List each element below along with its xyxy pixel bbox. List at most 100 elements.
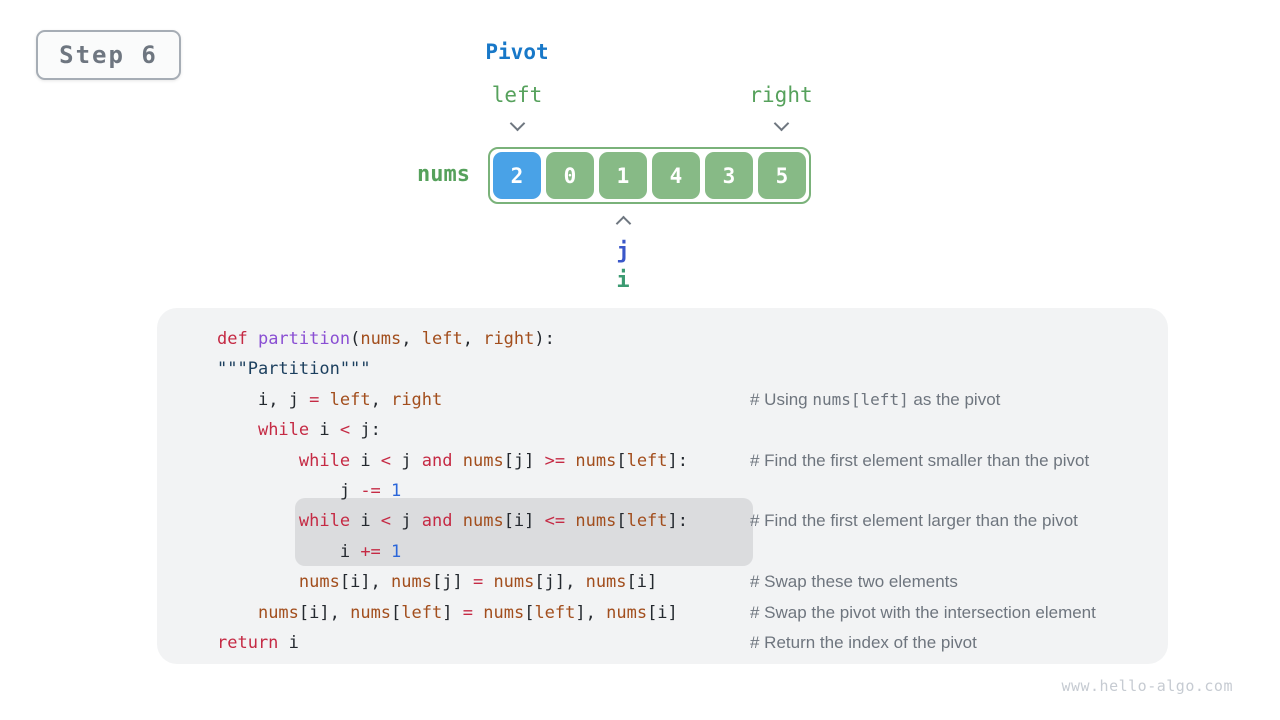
code-token: nums [483,602,525,623]
code-token: while [298,511,351,532]
code-token: i [339,541,361,562]
code-token: [j] [431,572,473,593]
array-cell: 5 [758,152,806,199]
code-token: j [391,511,422,532]
code-token: < [380,511,392,532]
code-token: while [298,450,351,471]
code-token [565,451,575,471]
code-line: nums[i], nums[j] = nums[j], nums[i] # Swa… [217,567,1168,597]
array-cell: 4 [652,152,700,199]
code-line: return i # Return the index of the pivot [217,628,1168,658]
chevron-down-icon [509,115,526,132]
code-token: while [257,420,310,441]
code-token: [i] [503,511,545,532]
watermark: www.hello-algo.com [1061,677,1233,695]
code-line: def partition(nums, left, right): [217,324,1168,354]
code-token: [j] [503,450,545,471]
code-highlight-region [295,498,753,566]
code-comment: # Swap the pivot with the intersection e… [750,598,1096,628]
code-comment: # Return the index of the pivot [750,628,977,658]
code-text: while i < j: [217,420,381,440]
code-token: j [339,480,361,501]
code-token: , [462,329,484,349]
code-token: def [217,329,258,349]
code-token: , [370,389,392,410]
code-token [565,511,575,531]
chevron-up-icon [615,215,632,232]
code-token: [ [616,450,627,471]
array-cell: 2 [493,152,541,199]
code-comment: # Using nums[left] as the pivot [750,385,1000,415]
comment-text: # Swap these two elements [750,572,958,592]
code-token: ] [442,602,463,623]
code-token: nums [298,572,340,593]
code-token: <= [544,511,566,532]
code-token: nums [462,450,504,471]
code-token [319,390,329,410]
pointer-j-label: j [616,239,630,264]
code-token: and [421,450,453,471]
code-token: [ [616,511,627,532]
comment-text: # Find the first element larger than the… [750,511,1078,531]
code-token: j [391,450,422,471]
comment-text: # Return the index of the pivot [750,632,977,652]
code-token: 1 [391,480,402,501]
code-token: nums [493,572,535,593]
code-token: >= [544,450,566,471]
code-token: < [339,420,351,441]
code-token: right [391,389,443,410]
code-token: """Partition""" [217,359,371,380]
code-token: ]: [667,511,689,532]
code-token [381,542,391,562]
code-token: left [421,329,463,349]
code-text: return i [217,633,299,653]
code-line: while i < j and nums[i] <= nums[left]:# … [217,506,1168,536]
code-text: i += 1 [217,542,401,562]
array-cell: 0 [546,152,594,199]
code-token: nums [360,329,402,349]
code-token [381,481,391,501]
code-token: i [278,632,299,653]
code-token: [i], [339,572,392,593]
code-token: i, j [257,389,310,410]
code-token: left [626,450,668,471]
code-panel: def partition(nums, left, right): """Part… [157,308,1168,664]
array-cell: 1 [599,152,647,199]
code-token: nums [391,572,432,593]
code-token: left [401,602,443,623]
code-token: partition [257,329,351,349]
comment-code-fragment: nums[left] [812,389,909,409]
code-token: [ [524,602,535,623]
code-token: i [350,450,381,471]
pointer-i-label: i [616,268,630,293]
code-token: ): [534,329,555,349]
array-cell: 3 [705,152,753,199]
code-token [473,603,483,623]
code-token: nums [575,450,617,471]
code-text: while i < j and nums[j] >= nums[left]: [217,451,688,471]
code-token: [ [391,602,402,623]
code-token: = [462,602,473,623]
code-token [452,451,462,471]
code-token: i [350,511,381,532]
code-comment: # Find the first element smaller than th… [750,446,1089,476]
comment-text: # Swap the pivot with the intersection e… [750,602,1096,622]
nums-array-label: nums [417,162,470,187]
step-badge-label: Step 6 [59,41,158,69]
code-text: nums[i], nums[left] = nums[left], nums[i… [217,603,678,623]
code-token: nums [462,511,504,532]
code-token: ], [575,602,607,623]
code-token: = [472,572,484,593]
code-line: nums[i], nums[left] = nums[left], nums[i… [217,598,1168,628]
code-text: nums[i], nums[j] = nums[j], nums[i] [217,572,657,592]
code-line: j -= 1 [217,476,1168,506]
code-token: [i] [647,602,678,623]
code-token: left [626,511,668,532]
code-line: while i < j: [217,415,1168,445]
code-line: i += 1 [217,537,1168,567]
code-token: left [534,602,576,623]
code-text: j -= 1 [217,481,401,501]
code-text: while i < j and nums[i] <= nums[left]: [217,511,688,531]
code-token: 1 [391,541,402,562]
code-line: """Partition""" [217,354,1168,384]
